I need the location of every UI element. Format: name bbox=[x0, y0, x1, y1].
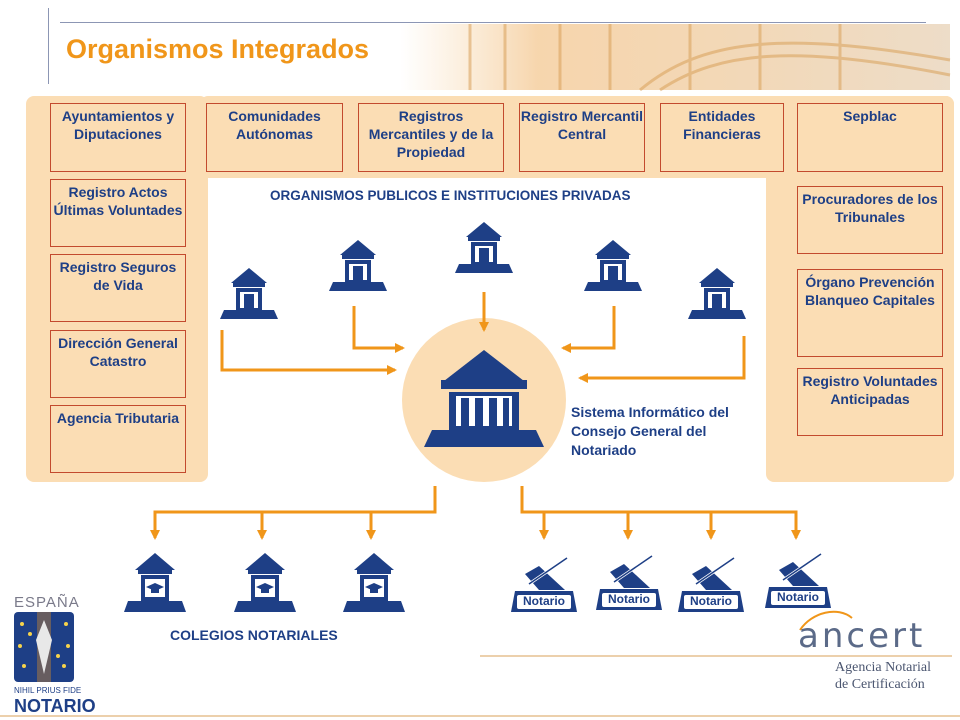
box-sepblac: Sepblac bbox=[797, 103, 943, 172]
box-agencia-tributaria: Agencia Tributaria bbox=[50, 405, 186, 473]
building-icon-4 bbox=[584, 240, 642, 291]
box-entidades-financieras: Entidades Financieras bbox=[660, 103, 784, 172]
arrow-icon bbox=[220, 330, 397, 375]
center-heading: ORGANISMOS PUBLICOS E INSTITUCIONES PRIV… bbox=[270, 188, 631, 203]
box-comunidades-autonomas: Comunidades Autónomas bbox=[206, 103, 343, 172]
box-registro-mercantil-central: Registro Mercantil Central bbox=[519, 103, 645, 172]
box-registro-voluntades-anticipadas: Registro Voluntades Anticipadas bbox=[797, 368, 943, 436]
building-icon-1 bbox=[220, 268, 278, 319]
ancert-logo bbox=[799, 610, 853, 631]
box-direccion-catastro: Dirección General Catastro bbox=[50, 330, 186, 398]
arrow-icon bbox=[578, 336, 746, 383]
box-registro-ultimas-voluntades: Registro Actos Últimas Voluntades bbox=[50, 179, 186, 247]
notario-label-4: Notario bbox=[777, 590, 819, 604]
box-organo-prevencion-blanqueo: Órgano Prevención Blanqueo Capitales bbox=[797, 269, 943, 357]
ancert-brand: ancert bbox=[798, 616, 926, 656]
colegio-building-icon-3 bbox=[343, 553, 405, 612]
notario-label-2: Notario bbox=[608, 592, 650, 606]
arrow-icon bbox=[520, 486, 801, 540]
colegio-building-icon-1 bbox=[124, 553, 186, 612]
central-system-icon bbox=[402, 318, 566, 482]
arrow-icon bbox=[561, 306, 616, 353]
building-icon-3 bbox=[455, 222, 513, 273]
espana-notario-logo bbox=[14, 612, 74, 682]
ancert-line1: Agencia Notarial bbox=[835, 660, 932, 675]
box-registro-seguros-vida: Registro Seguros de Vida bbox=[50, 254, 186, 322]
arrow-icon bbox=[352, 306, 405, 353]
colegios-label: COLEGIOS NOTARIALES bbox=[170, 627, 338, 643]
arrow-icon bbox=[150, 486, 437, 540]
header-vertical-rule bbox=[48, 8, 49, 84]
box-procuradores: Procuradores de los Tribunales bbox=[797, 186, 943, 254]
colegio-building-icon-2 bbox=[234, 553, 296, 612]
notario-label-1: Notario bbox=[523, 594, 565, 608]
page-title: Organismos Integrados bbox=[66, 34, 370, 64]
logo-name: NOTARIO bbox=[14, 696, 96, 716]
logo-country: ESPAÑA bbox=[14, 594, 80, 611]
central-system-label: Sistema Informático del Consejo General … bbox=[571, 404, 729, 458]
building-icon-5 bbox=[688, 268, 746, 319]
logo-motto: NIHIL PRIUS FIDE bbox=[14, 686, 82, 695]
box-registros-mercantiles: Registros Mercantiles y de la Propiedad bbox=[358, 103, 504, 172]
building-icon-2 bbox=[329, 240, 387, 291]
notario-label-3: Notario bbox=[690, 594, 732, 608]
ancert-line2: de Certificación bbox=[835, 677, 925, 692]
box-ayuntamientos: Ayuntamientos y Diputaciones bbox=[50, 103, 186, 172]
header-horizontal-rule bbox=[60, 22, 926, 23]
